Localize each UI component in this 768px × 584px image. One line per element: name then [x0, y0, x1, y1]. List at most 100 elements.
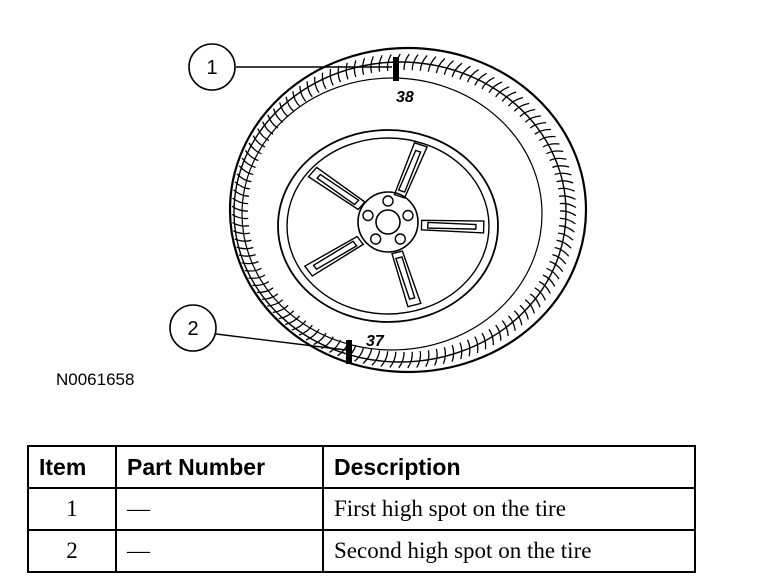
tread-groove: [488, 81, 503, 94]
tread-groove: [305, 328, 320, 341]
rim-spokes: [303, 141, 485, 308]
tread-groove: [232, 222, 250, 227]
tread-groove: [442, 347, 447, 365]
tread-groove: [345, 62, 349, 80]
tread-groove: [252, 135, 266, 148]
tread-groove: [403, 53, 410, 71]
tread-groove: [524, 115, 541, 123]
mark-label-1: 38: [396, 89, 414, 106]
tread-groove: [466, 339, 471, 357]
tread-groove: [329, 339, 342, 353]
wheel-rim: [277, 129, 499, 323]
tread-groove: [298, 324, 313, 336]
tread-groove: [534, 287, 546, 301]
tread-groove: [370, 56, 374, 74]
tread-groove: [244, 150, 259, 162]
tread-groove: [459, 342, 463, 360]
callout-1: 1: [188, 43, 392, 91]
spoke-groove: [426, 221, 477, 230]
tread-groove: [233, 230, 251, 235]
tread-groove: [558, 232, 574, 241]
tread-groove: [262, 121, 274, 135]
tread-groove: [554, 246, 570, 257]
tread-groove: [546, 267, 560, 280]
tread-groove: [389, 351, 397, 368]
tread-groove: [513, 310, 523, 326]
tread-groove: [435, 58, 446, 74]
tread-groove: [519, 304, 529, 320]
tire: [228, 46, 588, 374]
tread-groove: [244, 267, 262, 272]
tread-groove: [451, 344, 455, 362]
tread-groove: [272, 108, 284, 123]
tread-groove: [231, 205, 249, 212]
tread-groove: [501, 91, 517, 102]
tread-groove: [378, 55, 383, 72]
tread-groove: [272, 304, 289, 314]
tread-groove: [552, 253, 567, 265]
tread-groove: [538, 280, 551, 294]
tread-groove: [416, 351, 422, 368]
tread-groove: [236, 173, 252, 183]
tread-groove: [380, 351, 389, 368]
tread-groove: [554, 172, 572, 176]
high-spot-mark-2: 37: [346, 333, 385, 364]
tread-groove: [534, 128, 552, 135]
spoke-groove: [312, 240, 358, 271]
lug-nut: [382, 195, 394, 207]
table-row: 2 — Second high spot on the tire: [27, 529, 696, 573]
tread-groove: [306, 81, 313, 98]
lug-nut: [370, 233, 382, 245]
spoke-groove: [397, 149, 422, 193]
tread-groove: [267, 114, 279, 129]
tread-groove: [474, 72, 487, 86]
tread-groove: [519, 108, 536, 118]
tread-groove: [459, 65, 471, 80]
lug-nut: [394, 233, 406, 245]
high-spot-mark-1: 38: [393, 57, 414, 106]
tread-groove: [267, 299, 284, 307]
spoke-groove: [394, 256, 416, 300]
tread-groove: [481, 332, 487, 350]
tread-groove: [337, 65, 342, 83]
tire-sidewall-edge: [241, 77, 543, 351]
tread-groove: [507, 96, 524, 107]
tread-groove: [434, 348, 438, 366]
tread-groove: [488, 328, 494, 346]
tread-groove: [474, 336, 479, 354]
tread-groove: [451, 62, 463, 78]
tread-groove: [529, 293, 541, 308]
tread-groove: [557, 187, 575, 192]
lug-nut: [362, 209, 374, 222]
tread-groove: [285, 96, 295, 112]
tread-groove: [398, 351, 405, 369]
header-part-number: Part Number: [115, 445, 324, 489]
tread-groove: [427, 56, 437, 72]
tread-groove: [559, 210, 577, 217]
tread-groove: [261, 293, 279, 301]
tread-groove: [321, 336, 334, 350]
tread-groove: [231, 213, 249, 220]
callout-2: 2: [169, 304, 347, 352]
tread-groove: [466, 69, 479, 83]
tread-groove: [329, 68, 334, 86]
tread-groove: [513, 102, 530, 112]
lug-nut: [402, 209, 414, 222]
tread-groove: [299, 86, 307, 102]
tread-groove: [321, 72, 327, 90]
tread-groove: [558, 195, 576, 200]
tread-groove: [546, 150, 564, 155]
tread-groove: [556, 239, 572, 249]
tread-groove: [241, 260, 259, 265]
tire-outer-edge: [228, 46, 588, 374]
tread-groove: [559, 217, 576, 225]
tread-groove: [419, 54, 428, 71]
tread-groove: [443, 60, 454, 75]
wheel-hub: [357, 191, 419, 253]
tread-groove: [234, 181, 250, 190]
tread-pattern: [231, 53, 577, 369]
tread-groove: [538, 135, 556, 142]
tread-groove: [234, 238, 252, 242]
figure-code: N0061658: [56, 370, 135, 389]
tread-groove: [279, 102, 289, 118]
